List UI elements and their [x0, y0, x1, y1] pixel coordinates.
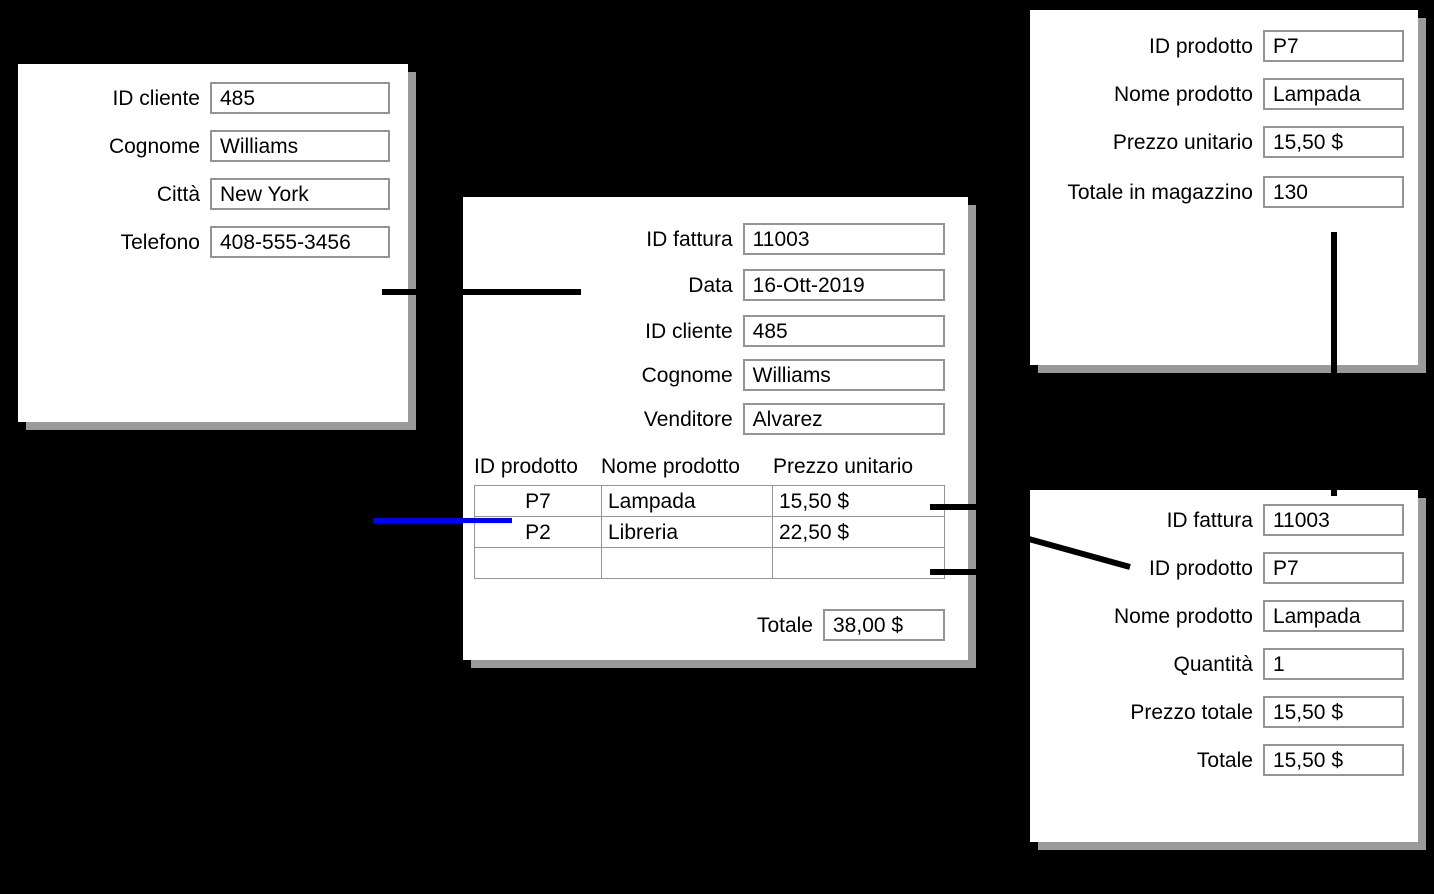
invoice-table-header-cell: ID prodotto [474, 455, 578, 478]
product-field-value[interactable]: Lampada [1262, 78, 1404, 110]
line-item-field-row: Prezzo totale 15,50 $ [1030, 696, 1404, 728]
table-cell-product-id[interactable]: P7 [474, 485, 602, 517]
product-card: ID prodotto P7 Nome prodotto Lampada Pre… [1030, 10, 1418, 365]
invoice-field-label: Data [688, 273, 733, 297]
product-field-label: Totale in magazzino [1067, 180, 1253, 204]
table-cell-unit-price[interactable]: 22,50 $ [772, 516, 945, 548]
customer-field-value[interactable]: Williams [210, 130, 390, 162]
table-cell-unit-price[interactable] [772, 547, 945, 579]
invoice-card: ID fattura 11003 Data 16-Ott-2019 ID cli… [463, 197, 968, 660]
customer-field-row: Città New York [18, 178, 390, 210]
line-item-field-label: Prezzo totale [1130, 700, 1253, 724]
invoice-field-label: Venditore [643, 407, 733, 431]
customer-field-label: ID cliente [112, 86, 200, 110]
customer-field-row: ID cliente 485 [18, 82, 390, 114]
product-field-value[interactable]: P7 [1262, 30, 1404, 62]
customer-field-label: Telefono [120, 230, 200, 254]
invoice-row-p7-to-lineitem-stub [930, 504, 984, 510]
table-cell-unit-price[interactable]: 15,50 $ [772, 485, 945, 517]
line-item-card: ID fattura 11003 ID prodotto P7 Nome pro… [1030, 490, 1418, 842]
invoice-field-value[interactable]: 16-Ott-2019 [742, 269, 945, 301]
customer-field-value[interactable]: 408-555-3456 [210, 226, 390, 258]
line-item-field-value[interactable]: 15,50 $ [1262, 696, 1404, 728]
product-field-label: Nome prodotto [1114, 82, 1253, 106]
invoice-field-row: ID cliente 485 [463, 315, 945, 347]
invoice-table-header-cell: Nome prodotto [601, 455, 740, 478]
product-field-row: ID prodotto P7 [1030, 30, 1404, 62]
line-item-field-value[interactable]: 11003 [1262, 504, 1404, 536]
invoice-field-row: Cognome Williams [463, 359, 945, 391]
line-item-field-row: Quantità 1 [1030, 648, 1404, 680]
invoice-table-header-cell: Prezzo unitario [773, 455, 914, 478]
customer-field-row: Cognome Williams [18, 130, 390, 162]
line-item-field-value[interactable]: 15,50 $ [1262, 744, 1404, 776]
invoice-total-row: Totale 38,00 $ [463, 609, 955, 641]
invoice-field-value[interactable]: 11003 [742, 223, 945, 255]
invoice-field-value[interactable]: 485 [742, 315, 945, 347]
line-item-field-label: Totale [1196, 748, 1253, 772]
invoice-line-items-table: P7 Lampada 15,50 $ P2 Libreria 22,50 $ [474, 485, 945, 579]
invoice-field-row: ID fattura 11003 [463, 223, 945, 255]
line-item-field-label: ID prodotto [1149, 556, 1253, 580]
line-item-field-row: Totale 15,50 $ [1030, 744, 1404, 776]
invoice-table-bottom-stub [930, 569, 984, 575]
line-item-field-label: Nome prodotto [1114, 604, 1253, 628]
table-row[interactable]: P2 Libreria 22,50 $ [474, 516, 945, 548]
line-item-field-row: ID fattura 11003 [1030, 504, 1404, 536]
line-item-field-value[interactable]: P7 [1262, 552, 1404, 584]
table-row[interactable]: P7 Lampada 15,50 $ [474, 485, 945, 517]
customer-field-row: Telefono 408-555-3456 [18, 226, 390, 258]
product-to-lineitem-vertical [1331, 232, 1337, 496]
customer-field-value[interactable]: New York [210, 178, 390, 210]
table-cell-product-name[interactable]: Lampada [601, 485, 773, 517]
customer-to-invoice-right-stub [463, 289, 581, 295]
product-field-label: Prezzo unitario [1112, 130, 1253, 154]
invoice-field-label: ID fattura [646, 227, 733, 251]
product-field-label: ID prodotto [1149, 34, 1253, 58]
table-cell-product-name[interactable]: Libreria [601, 516, 773, 548]
line-item-field-row: Nome prodotto Lampada [1030, 600, 1404, 632]
invoice-to-lineitem-diagonal [1017, 533, 1131, 570]
table-row-empty[interactable] [474, 547, 945, 579]
table-cell-product-id[interactable] [474, 547, 602, 579]
product-field-row: Totale in magazzino 130 [1030, 176, 1404, 208]
invoice-field-row: Data 16-Ott-2019 [463, 269, 945, 301]
line-item-field-value[interactable]: 1 [1262, 648, 1404, 680]
invoice-field-label: Cognome [641, 363, 733, 387]
customer-field-label: Città [156, 182, 200, 206]
invoice-field-label: ID cliente [645, 319, 733, 343]
invoice-total-label: Totale [756, 613, 813, 637]
invoice-row-p7-highlight [373, 518, 512, 523]
line-item-field-label: Quantità [1173, 652, 1253, 676]
customer-field-label: Cognome [108, 134, 200, 158]
customer-field-value[interactable]: 485 [210, 82, 390, 114]
invoice-field-value[interactable]: Williams [742, 359, 945, 391]
table-cell-product-name[interactable] [601, 547, 773, 579]
line-item-field-label: ID fattura [1166, 508, 1253, 532]
product-field-row: Nome prodotto Lampada [1030, 78, 1404, 110]
product-field-row: Prezzo unitario 15,50 $ [1030, 126, 1404, 158]
customer-to-invoice-left-stub [382, 289, 418, 295]
invoice-field-value[interactable]: Alvarez [742, 403, 945, 435]
invoice-table-header: ID prodotto Nome prodotto Prezzo unitari… [474, 455, 945, 479]
product-field-value[interactable]: 130 [1262, 176, 1404, 208]
line-item-field-value[interactable]: Lampada [1262, 600, 1404, 632]
invoice-total-value[interactable]: 38,00 $ [823, 609, 945, 641]
invoice-field-row: Venditore Alvarez [463, 403, 945, 435]
customer-card: ID cliente 485 Cognome Williams Città Ne… [18, 64, 408, 422]
product-field-value[interactable]: 15,50 $ [1262, 126, 1404, 158]
line-item-field-row: ID prodotto P7 [1030, 552, 1404, 584]
